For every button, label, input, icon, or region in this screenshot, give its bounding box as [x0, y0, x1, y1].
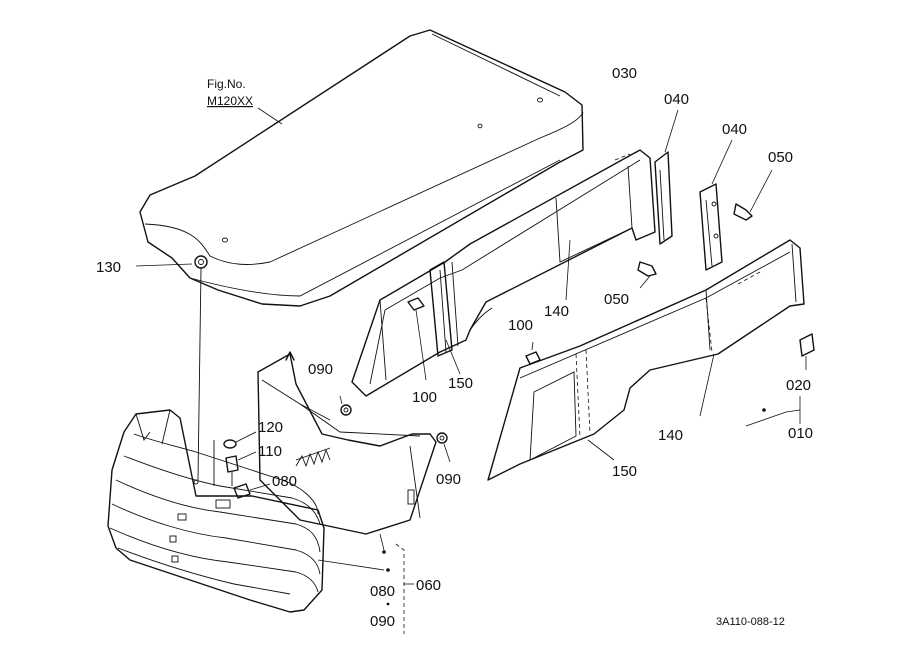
rear-panel-reinforcement-150 [429, 261, 461, 375]
washer-part-120 [213, 431, 257, 486]
callout-110: 110 [258, 443, 282, 460]
callout-040-left: 040 [664, 91, 689, 108]
callout-030: 030 [612, 65, 637, 82]
nut-part-080-grille [233, 483, 271, 499]
callout-120: 120 [258, 419, 283, 436]
front-side-panel [487, 239, 805, 481]
callout-140-rear: 140 [544, 303, 569, 320]
callout-140-front: 140 [658, 427, 683, 444]
bolt-100-front [525, 341, 541, 365]
fig-no-value: M120XX [207, 94, 253, 108]
callout-150-front: 150 [612, 463, 637, 480]
part-group-010-bracket [745, 396, 801, 427]
leader-150-front [587, 439, 615, 461]
bracket-040-left [654, 109, 679, 245]
part-group-060-bracket [317, 533, 414, 634]
fig-no-label: Fig.No. [207, 77, 246, 91]
callout-080-group: 080 [370, 583, 395, 600]
callout-150-rear: 150 [448, 375, 473, 392]
callout-090-group: 090 [370, 613, 395, 630]
hood-latch-part-130 [135, 255, 208, 481]
callout-010: 010 [788, 425, 813, 442]
callout-060: 060 [416, 577, 441, 594]
leader-140-rear [565, 239, 571, 301]
callout-050-upper: 050 [768, 149, 793, 166]
nut-090-left [339, 395, 352, 416]
callout-090-left: 090 [308, 361, 333, 378]
bolt-050-lower [637, 261, 657, 289]
bolt-050-upper [733, 169, 773, 221]
grille-surround-frame [257, 351, 437, 535]
bracket-040-right [699, 139, 733, 271]
callout-080-grille: 080 [272, 473, 297, 490]
grille-mesh-spring [295, 447, 331, 468]
rear-side-panel [351, 149, 656, 397]
callout-040-right: 040 [722, 121, 747, 138]
callout-100-rear: 100 [412, 389, 437, 406]
drawing-code: 3A110-088-12 [716, 616, 785, 628]
front-grille-part-060 [107, 409, 325, 613]
hood-panel [139, 29, 584, 307]
bolt-100-rear [407, 297, 427, 381]
callout-050-lower: 050 [604, 291, 629, 308]
callout-100-front: 100 [508, 317, 533, 334]
fig-no-leader [257, 107, 283, 125]
callout-090-right: 090 [436, 471, 461, 488]
callout-020: 020 [786, 377, 811, 394]
clip-part-020 [799, 333, 815, 370]
leader-140-front [699, 353, 715, 417]
bolt-part-110 [225, 451, 257, 486]
nut-090-right [436, 432, 451, 463]
callout-130: 130 [96, 259, 121, 276]
